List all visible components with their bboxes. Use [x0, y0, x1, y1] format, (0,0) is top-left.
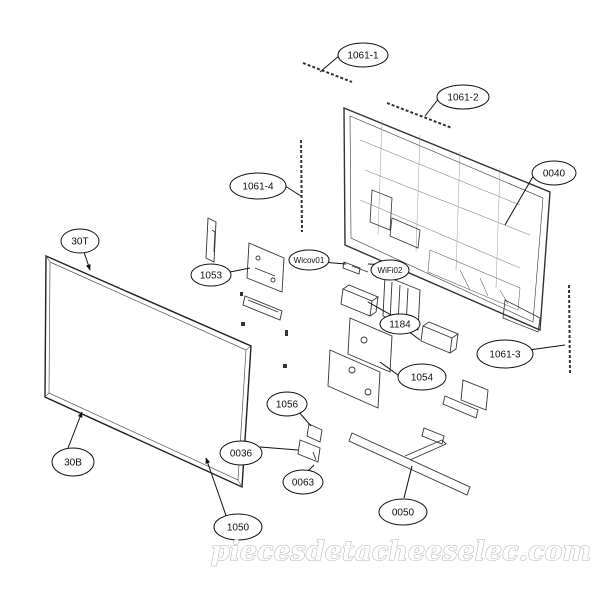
led-strip-1061-3 [568, 284, 571, 376]
callout-label-0063: 0063 [292, 478, 315, 489]
callout-0050: 0050 [378, 498, 428, 526]
callout-Wicov01: Wicov01 [288, 249, 330, 271]
callout-label-1061-4: 1061-4 [242, 182, 274, 193]
led-strip-1061-1 [302, 62, 353, 83]
callout-label-1061-1: 1061-1 [347, 51, 379, 62]
callout-1053: 1053 [190, 263, 232, 287]
callout-1184: 1184 [379, 313, 421, 335]
stand-0050-part [348, 432, 471, 496]
callout-label-30T: 30T [71, 237, 88, 248]
screen-panel [44, 254, 252, 489]
callout-label-0040: 0040 [543, 169, 566, 180]
stand-bracket-part [421, 379, 489, 445]
ir-module-part [297, 423, 323, 463]
callout-label-Wicov01: Wicov01 [294, 256, 325, 265]
speaker-right-part [420, 321, 459, 354]
callout-1061-4: 1061-4 [229, 172, 287, 200]
callout-0063: 0063 [282, 469, 324, 495]
rear-cover-part [343, 106, 551, 333]
led-strip-1061-2 [386, 102, 453, 129]
callout-1061-2: 1061-2 [436, 84, 490, 110]
watermark-text: piecesdetacheeselec.com [211, 536, 591, 567]
callout-label-1056: 1056 [276, 400, 299, 411]
wifi-module-part [342, 261, 369, 275]
callout-0040: 0040 [531, 160, 577, 186]
callout-label-30B: 30B [64, 458, 82, 469]
callout-label-WiFi02: WiFi02 [378, 266, 403, 275]
callout-label-0036: 0036 [230, 449, 253, 460]
callout-label-1061-2: 1061-2 [447, 93, 479, 104]
mainboard-1054-part [327, 317, 393, 409]
callout-WiFi02: WiFi02 [370, 259, 410, 281]
connector-bar-part [242, 295, 283, 321]
led-strip-1061-4 [300, 139, 303, 233]
callout-1061-3: 1061-3 [476, 339, 534, 369]
leader-lines [67, 54, 566, 528]
callout-1054: 1054 [397, 363, 447, 391]
callout-1056: 1056 [266, 391, 308, 417]
callout-label-1050: 1050 [227, 523, 250, 534]
callout-1061-1: 1061-1 [337, 42, 389, 68]
callout-1050: 1050 [213, 513, 263, 541]
callout-30T: 30T [60, 228, 100, 254]
bracket-part [205, 217, 217, 263]
board-1053-part [246, 242, 285, 293]
callout-label-0050: 0050 [392, 508, 415, 519]
callout-label-1054: 1054 [411, 373, 434, 384]
callout-label-1061-3: 1061-3 [489, 350, 521, 361]
callout-label-1053: 1053 [200, 271, 223, 282]
screw-parts [240, 292, 288, 368]
speaker-left-part [340, 284, 379, 317]
callout-0036: 0036 [219, 440, 263, 466]
callout-30B: 30B [51, 447, 95, 477]
callout-label-1184: 1184 [389, 320, 411, 331]
